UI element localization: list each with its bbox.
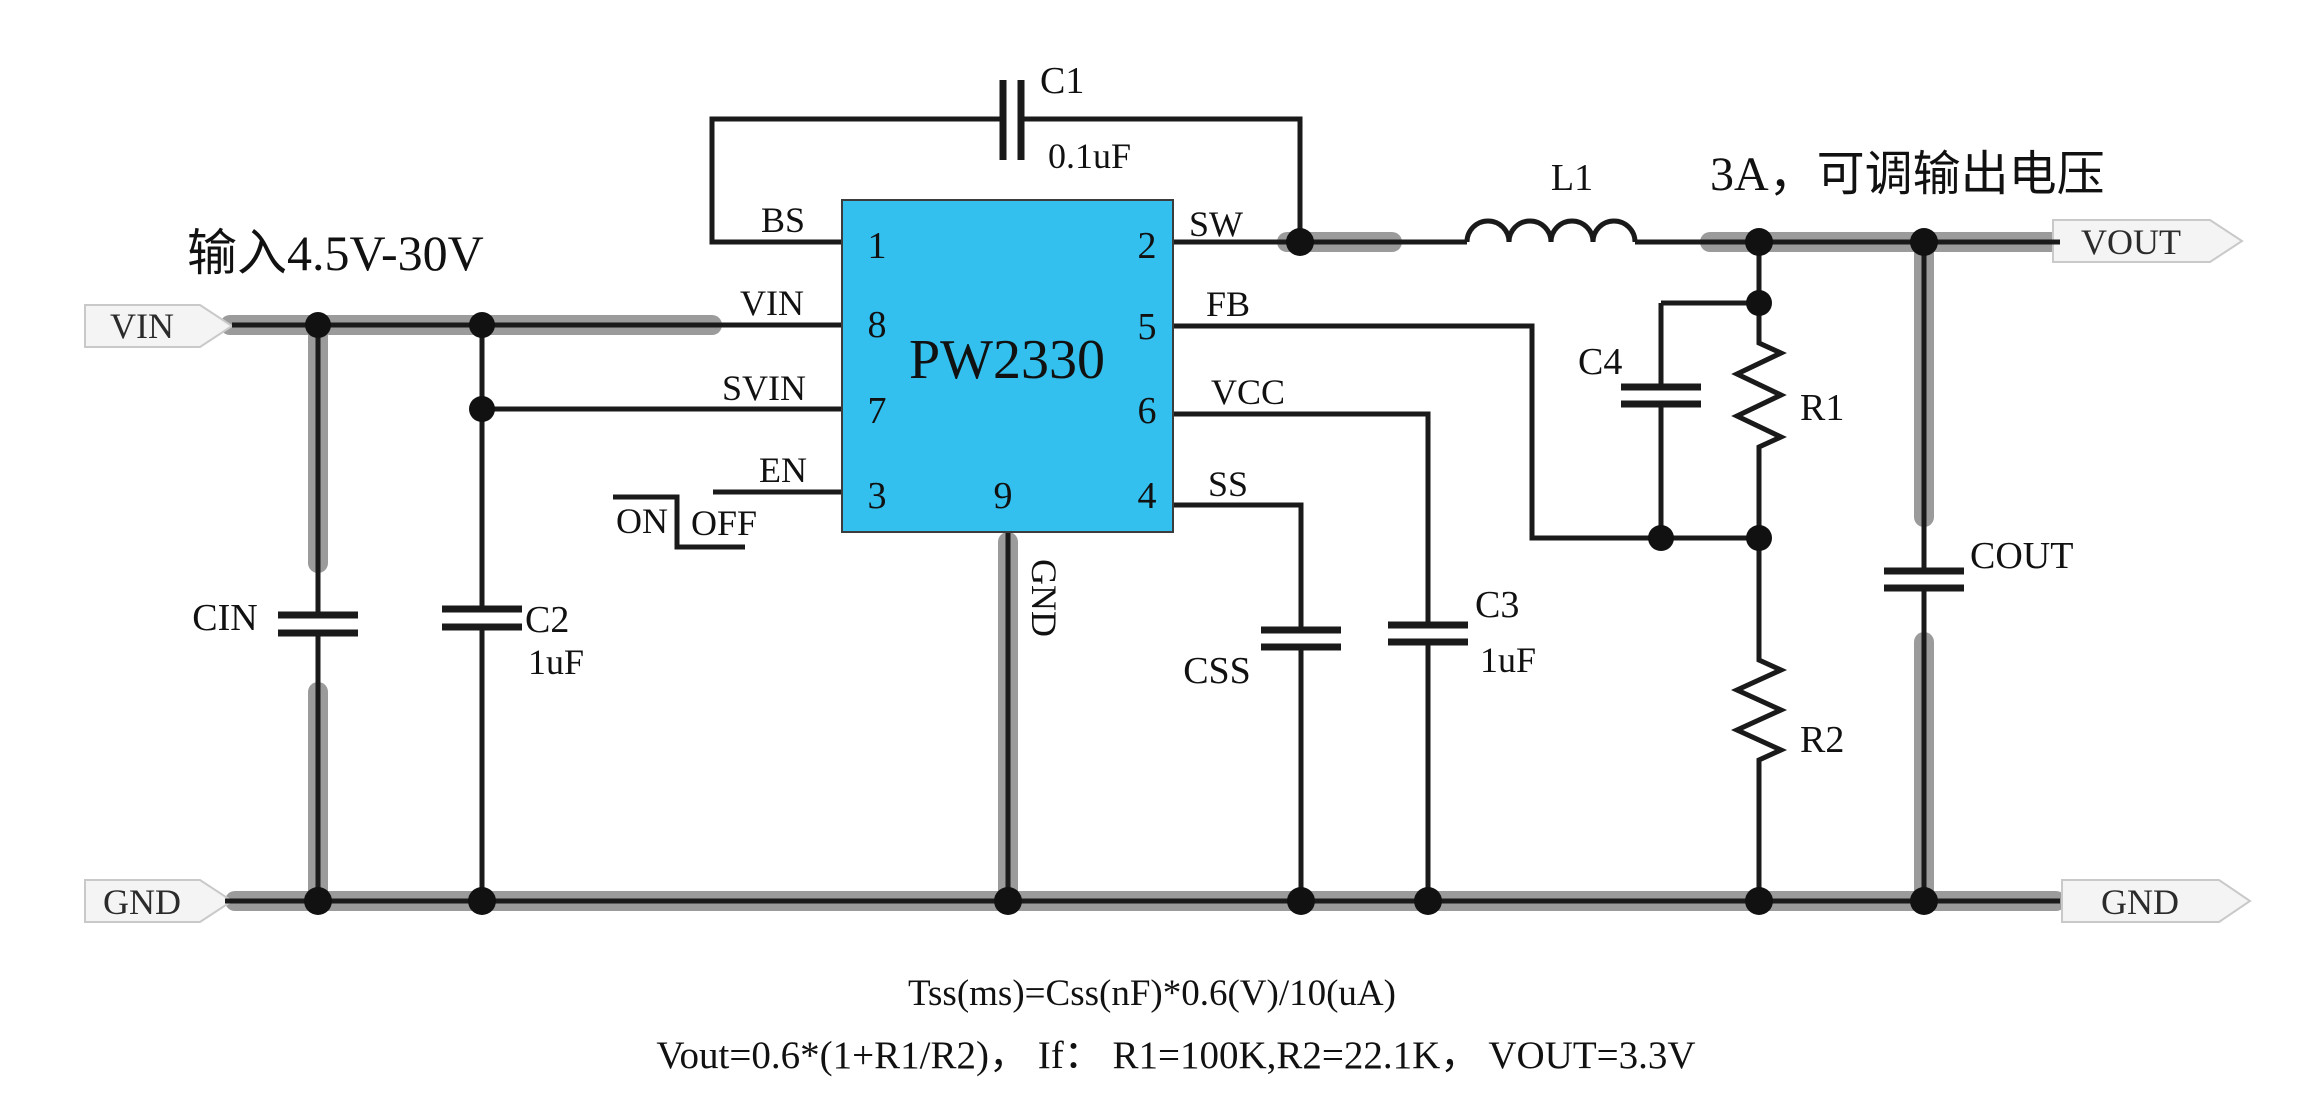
value-c1: 0.1uF: [1048, 136, 1131, 176]
ic-part-number: PW2330: [909, 329, 1105, 391]
formula-vout: Vout=0.6*(1+R1/R2)， If： R1=100K,R2=22.1K…: [656, 1034, 1695, 1077]
wire-fb: [1173, 323, 1759, 541]
capacitor-c3: [1388, 621, 1468, 646]
component-labels: C1 0.1uF L1 CIN C2 1uF CSS C3 1uF C4 R1 …: [192, 60, 2073, 761]
ic-pin-labels: BS SW VIN FB SVIN VCC EN SS GND: [722, 200, 1285, 637]
ic-body: [841, 199, 1174, 533]
wire-ss-css: [1173, 502, 1304, 901]
label-l1: L1: [1551, 157, 1593, 199]
pin-number-1: 1: [868, 225, 887, 267]
note-input-range: 输入4.5V-30V: [187, 225, 484, 281]
port-label-gnd-left: GND: [103, 882, 181, 922]
pin-number-5: 5: [1138, 306, 1157, 348]
pin-label-bs: BS: [761, 200, 805, 240]
pin-label-en: EN: [759, 450, 807, 490]
switch-on-label: ON: [616, 501, 668, 541]
wire-bs-loop-right: [1021, 116, 1303, 242]
switch-off-label: OFF: [691, 503, 757, 543]
pin-label-fb: FB: [1206, 284, 1250, 324]
resistor-r2: [1730, 538, 1788, 901]
pin-number-3: 3: [868, 475, 887, 517]
pin-label-sw: SW: [1189, 204, 1243, 244]
capacitor-css: [1261, 626, 1341, 651]
label-cout: COUT: [1970, 535, 2073, 577]
capacitor-c1: [999, 80, 1025, 160]
note-output-spec: 3A，可调输出电压: [1710, 148, 2105, 201]
formula-tss: Tss(ms)=Css(nF)*0.6(V)/10(uA): [908, 973, 1396, 1014]
port-flag-gnd-right: [2061, 879, 2252, 923]
port-flag-vout: [2052, 219, 2244, 263]
pin-label-vin: VIN: [740, 283, 804, 323]
capacitor-cin: [278, 611, 358, 637]
port-label-vout: VOUT: [2081, 222, 2181, 262]
switch-on-off-symbol: [613, 494, 745, 550]
resistor-r1: [1731, 242, 1787, 538]
pin-number-2: 2: [1138, 225, 1157, 267]
capacitor-c2: [442, 605, 522, 631]
label-cin: CIN: [192, 597, 257, 639]
value-c3: 1uF: [1480, 640, 1536, 680]
wires: [225, 116, 2060, 904]
wire-vcc-c3: [1173, 411, 1431, 901]
capacitor-plates: [278, 80, 1964, 651]
label-c2: C2: [525, 599, 569, 641]
capacitor-c4: [1621, 383, 1701, 408]
pin-number-4: 4: [1138, 475, 1157, 517]
pin-number-6: 6: [1138, 390, 1157, 432]
pin-label-ss: SS: [1208, 464, 1248, 504]
port-label-vin: VIN: [110, 306, 174, 346]
label-r2: R2: [1800, 719, 1844, 761]
junction-dots: [304, 228, 1938, 915]
port-flag-gnd-left: [84, 879, 234, 923]
pin-label-svin: SVIN: [722, 368, 806, 408]
pin-number-8: 8: [868, 304, 887, 346]
inductor-l1-coil: [1464, 218, 1638, 243]
label-r1: R1: [1800, 387, 1844, 429]
capacitor-cout: [1884, 567, 1964, 592]
port-flag-vin: [84, 304, 234, 348]
label-c4: C4: [1578, 341, 1622, 383]
pin-label-vcc: VCC: [1211, 372, 1285, 412]
pin-number-9: 9: [994, 475, 1013, 517]
label-c1: C1: [1040, 60, 1084, 102]
pin-label-gnd: GND: [1024, 559, 1064, 637]
ic-pin-numbers: 1 2 8 5 7 6 3 9 4: [868, 225, 1157, 517]
label-c3: C3: [1475, 584, 1519, 626]
value-c2: 1uF: [528, 642, 584, 682]
label-css: CSS: [1183, 650, 1251, 692]
wire-bs-loop-left: [709, 116, 1003, 245]
pin-number-7: 7: [868, 390, 887, 432]
port-label-gnd-right: GND: [2101, 882, 2179, 922]
